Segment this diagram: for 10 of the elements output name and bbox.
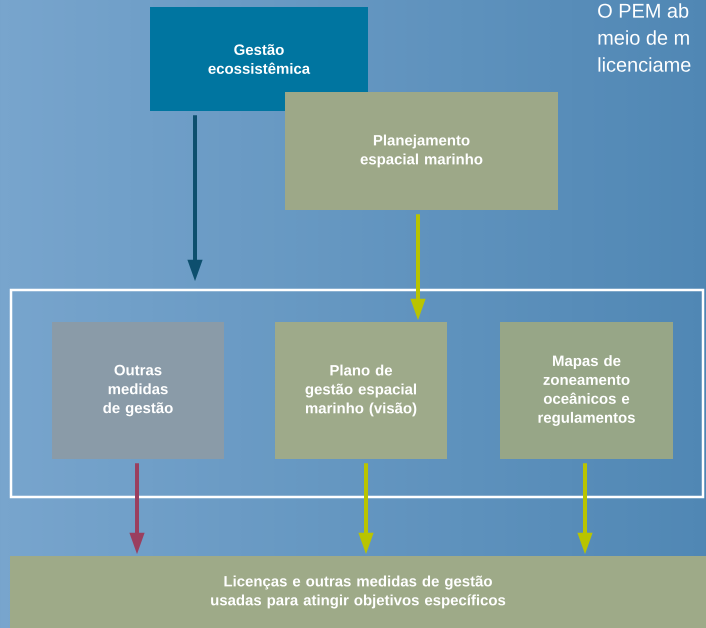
process-box: Outras medidas de gestão: [52, 322, 224, 459]
frame-box: [10, 288, 704, 498]
note-text: licenciame: [598, 57, 690, 72]
process-box: Gestão ecossistêmica: [150, 7, 368, 111]
note-text: meio de m: [598, 30, 689, 45]
process-box: Plano de gestão espacial marinho (visão): [275, 322, 447, 459]
process-box: Planejamento espacial marinho: [285, 92, 558, 210]
process-box: Mapas de zoneamento oceânicos e regulamentos: [500, 322, 673, 459]
note-text: O PEM ab: [598, 3, 688, 18]
banner-box: Licenças e outras medidas de gestão usadas para atingir objetivos específicos: [10, 556, 706, 628]
